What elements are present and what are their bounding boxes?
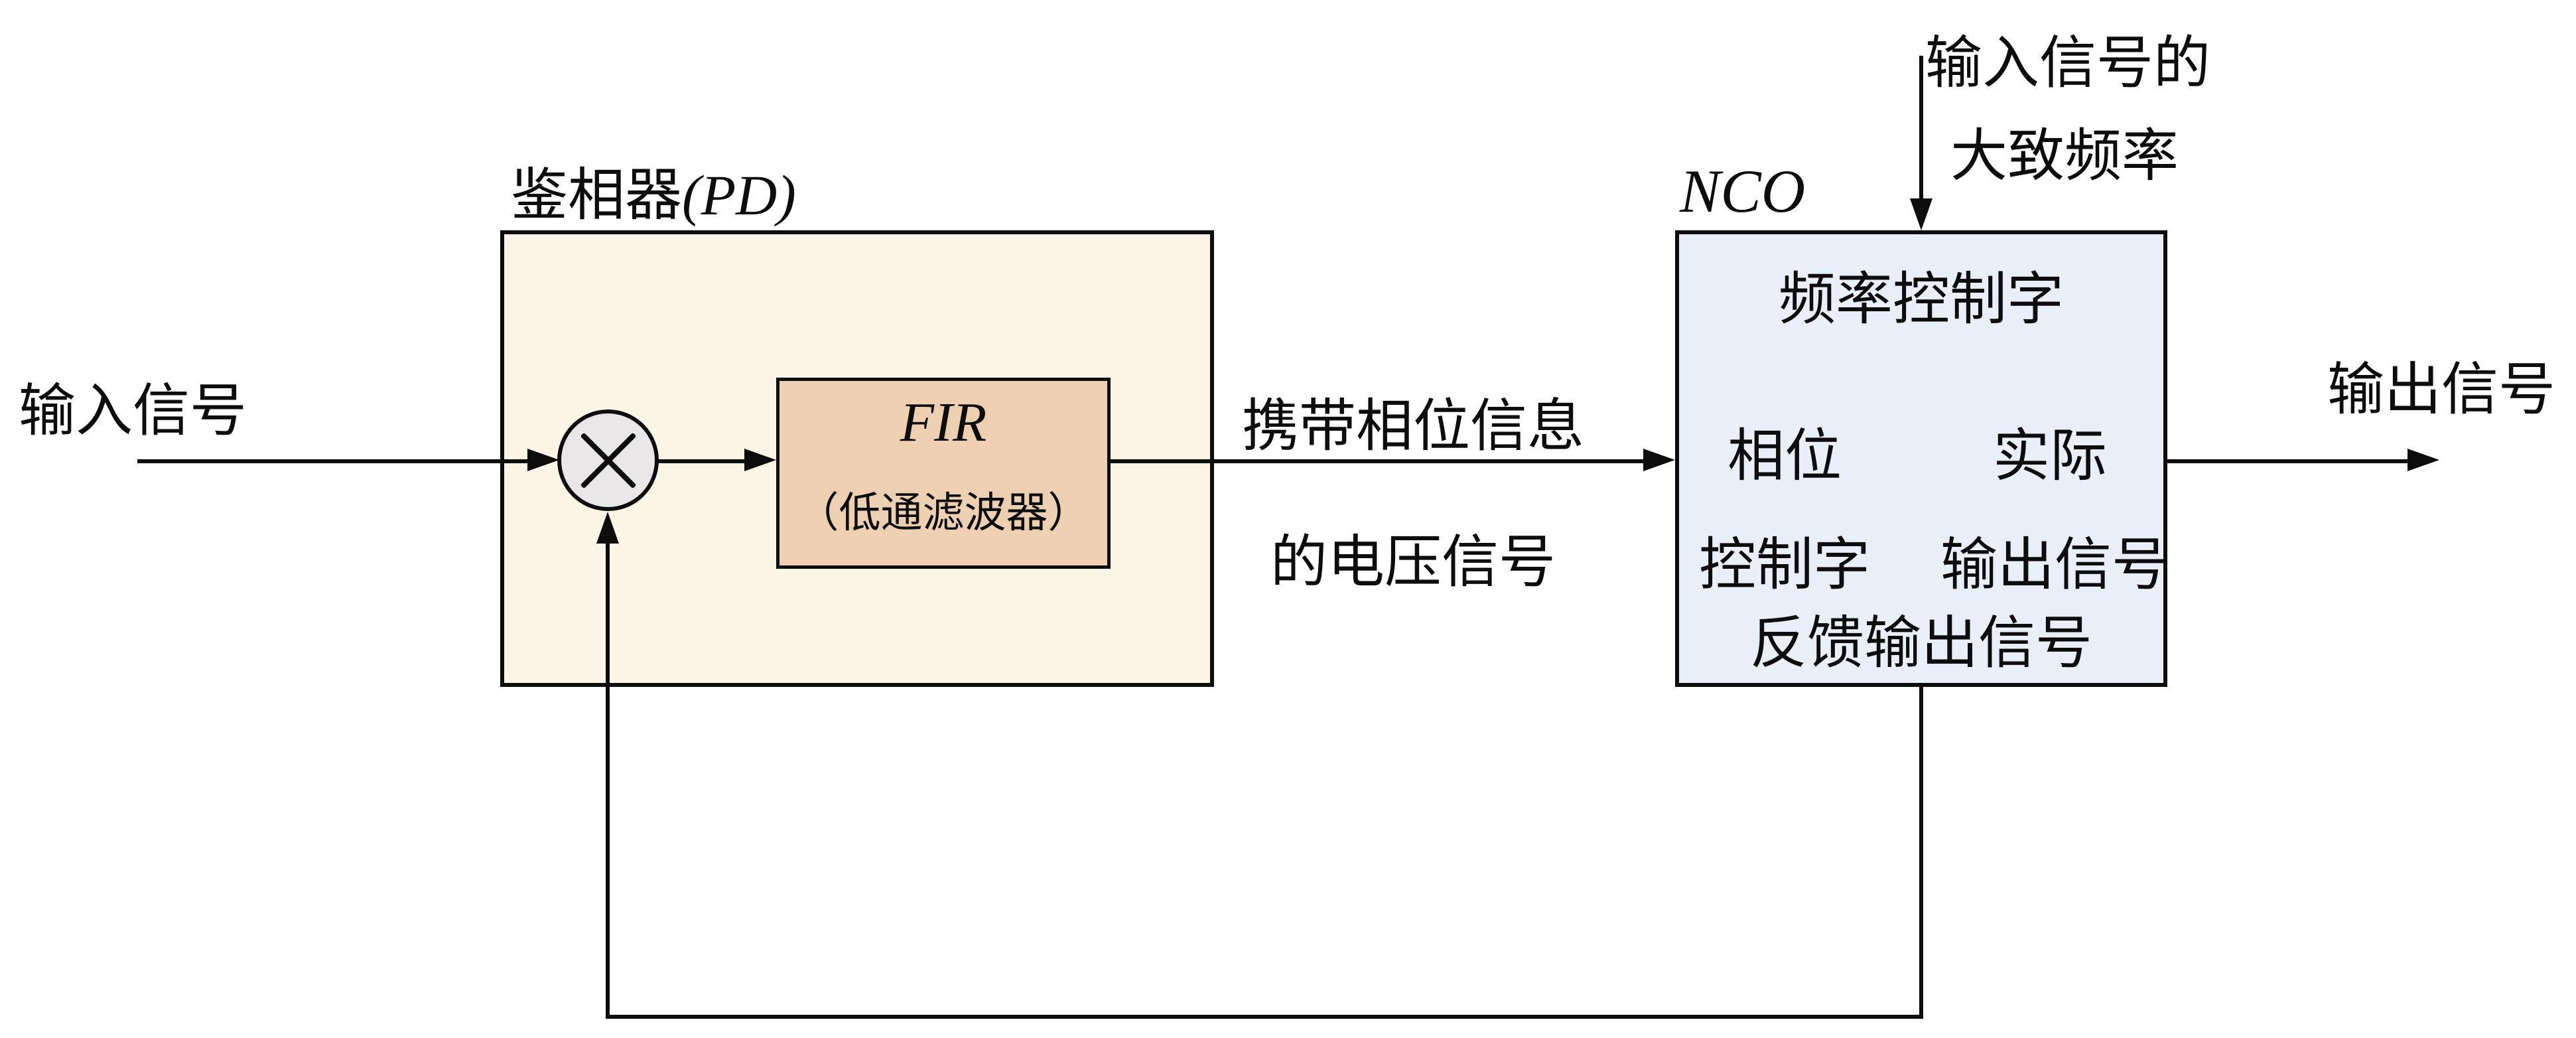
nco-actual-line2: 输出信号: [1940, 533, 2169, 597]
mult-to-fir-arrowhead: [744, 449, 776, 471]
fir-to-nco-arrowhead: [1643, 449, 1675, 471]
output-arrow-line: [2166, 459, 2409, 463]
freq-input-line1: 输入信号的: [1925, 31, 2210, 95]
nco-actual-output-label: 实际 输出信号: [1940, 402, 2169, 619]
mult-to-fir-line: [657, 459, 748, 463]
fir-label: FIR: [900, 392, 987, 453]
output-arrowhead: [2407, 449, 2439, 471]
freq-input-arrowhead: [1910, 198, 1932, 230]
nco-box: [1675, 230, 2167, 687]
nco-phase-line1: 相位: [1728, 424, 1842, 488]
freq-input-label: 输入信号的 大致频率: [1925, 17, 2210, 202]
feedback-bottom-line: [606, 1015, 1923, 1019]
nco-title: NCO: [1680, 157, 1806, 225]
phase-detector-title: 鉴相器(PD): [511, 164, 823, 227]
nco-feedback-label: 反馈输出信号: [1750, 611, 2092, 675]
phase-detector-title-latin: (PD): [682, 163, 796, 227]
phase-detector-title-cjk: 鉴相器: [511, 163, 682, 227]
feedback-up-line: [606, 541, 610, 1019]
output-signal-label: 输出信号: [2327, 358, 2555, 421]
fir-to-nco-line: [1109, 459, 1645, 463]
input-arrowhead: [527, 449, 559, 471]
input-signal-label: 输入信号: [19, 379, 247, 443]
nco-actual-line1: 实际: [1993, 424, 2107, 488]
mid-signal-label: 携带相位信息 的电压信号: [1214, 382, 1612, 594]
nco-freq-word-label: 频率控制字: [1779, 267, 2064, 331]
freq-input-line: [1919, 56, 1923, 203]
fir-sublabel: （低通滤波器）: [797, 490, 1090, 536]
mid-signal-line1: 携带相位信息: [1242, 394, 1584, 458]
input-arrow-line: [137, 459, 532, 463]
mid-signal-line2: 的电压信号: [1270, 530, 1556, 594]
fir-filter-box: FIR （低通滤波器）: [776, 378, 1111, 569]
nco-phase-word-label: 相位 控制字: [1688, 402, 1881, 619]
feedback-arrowhead: [596, 512, 619, 544]
nco-phase-line2: 控制字: [1699, 533, 1870, 597]
feedback-down-line: [1919, 687, 1923, 1019]
freq-input-line2: 大致频率: [1950, 124, 2179, 188]
